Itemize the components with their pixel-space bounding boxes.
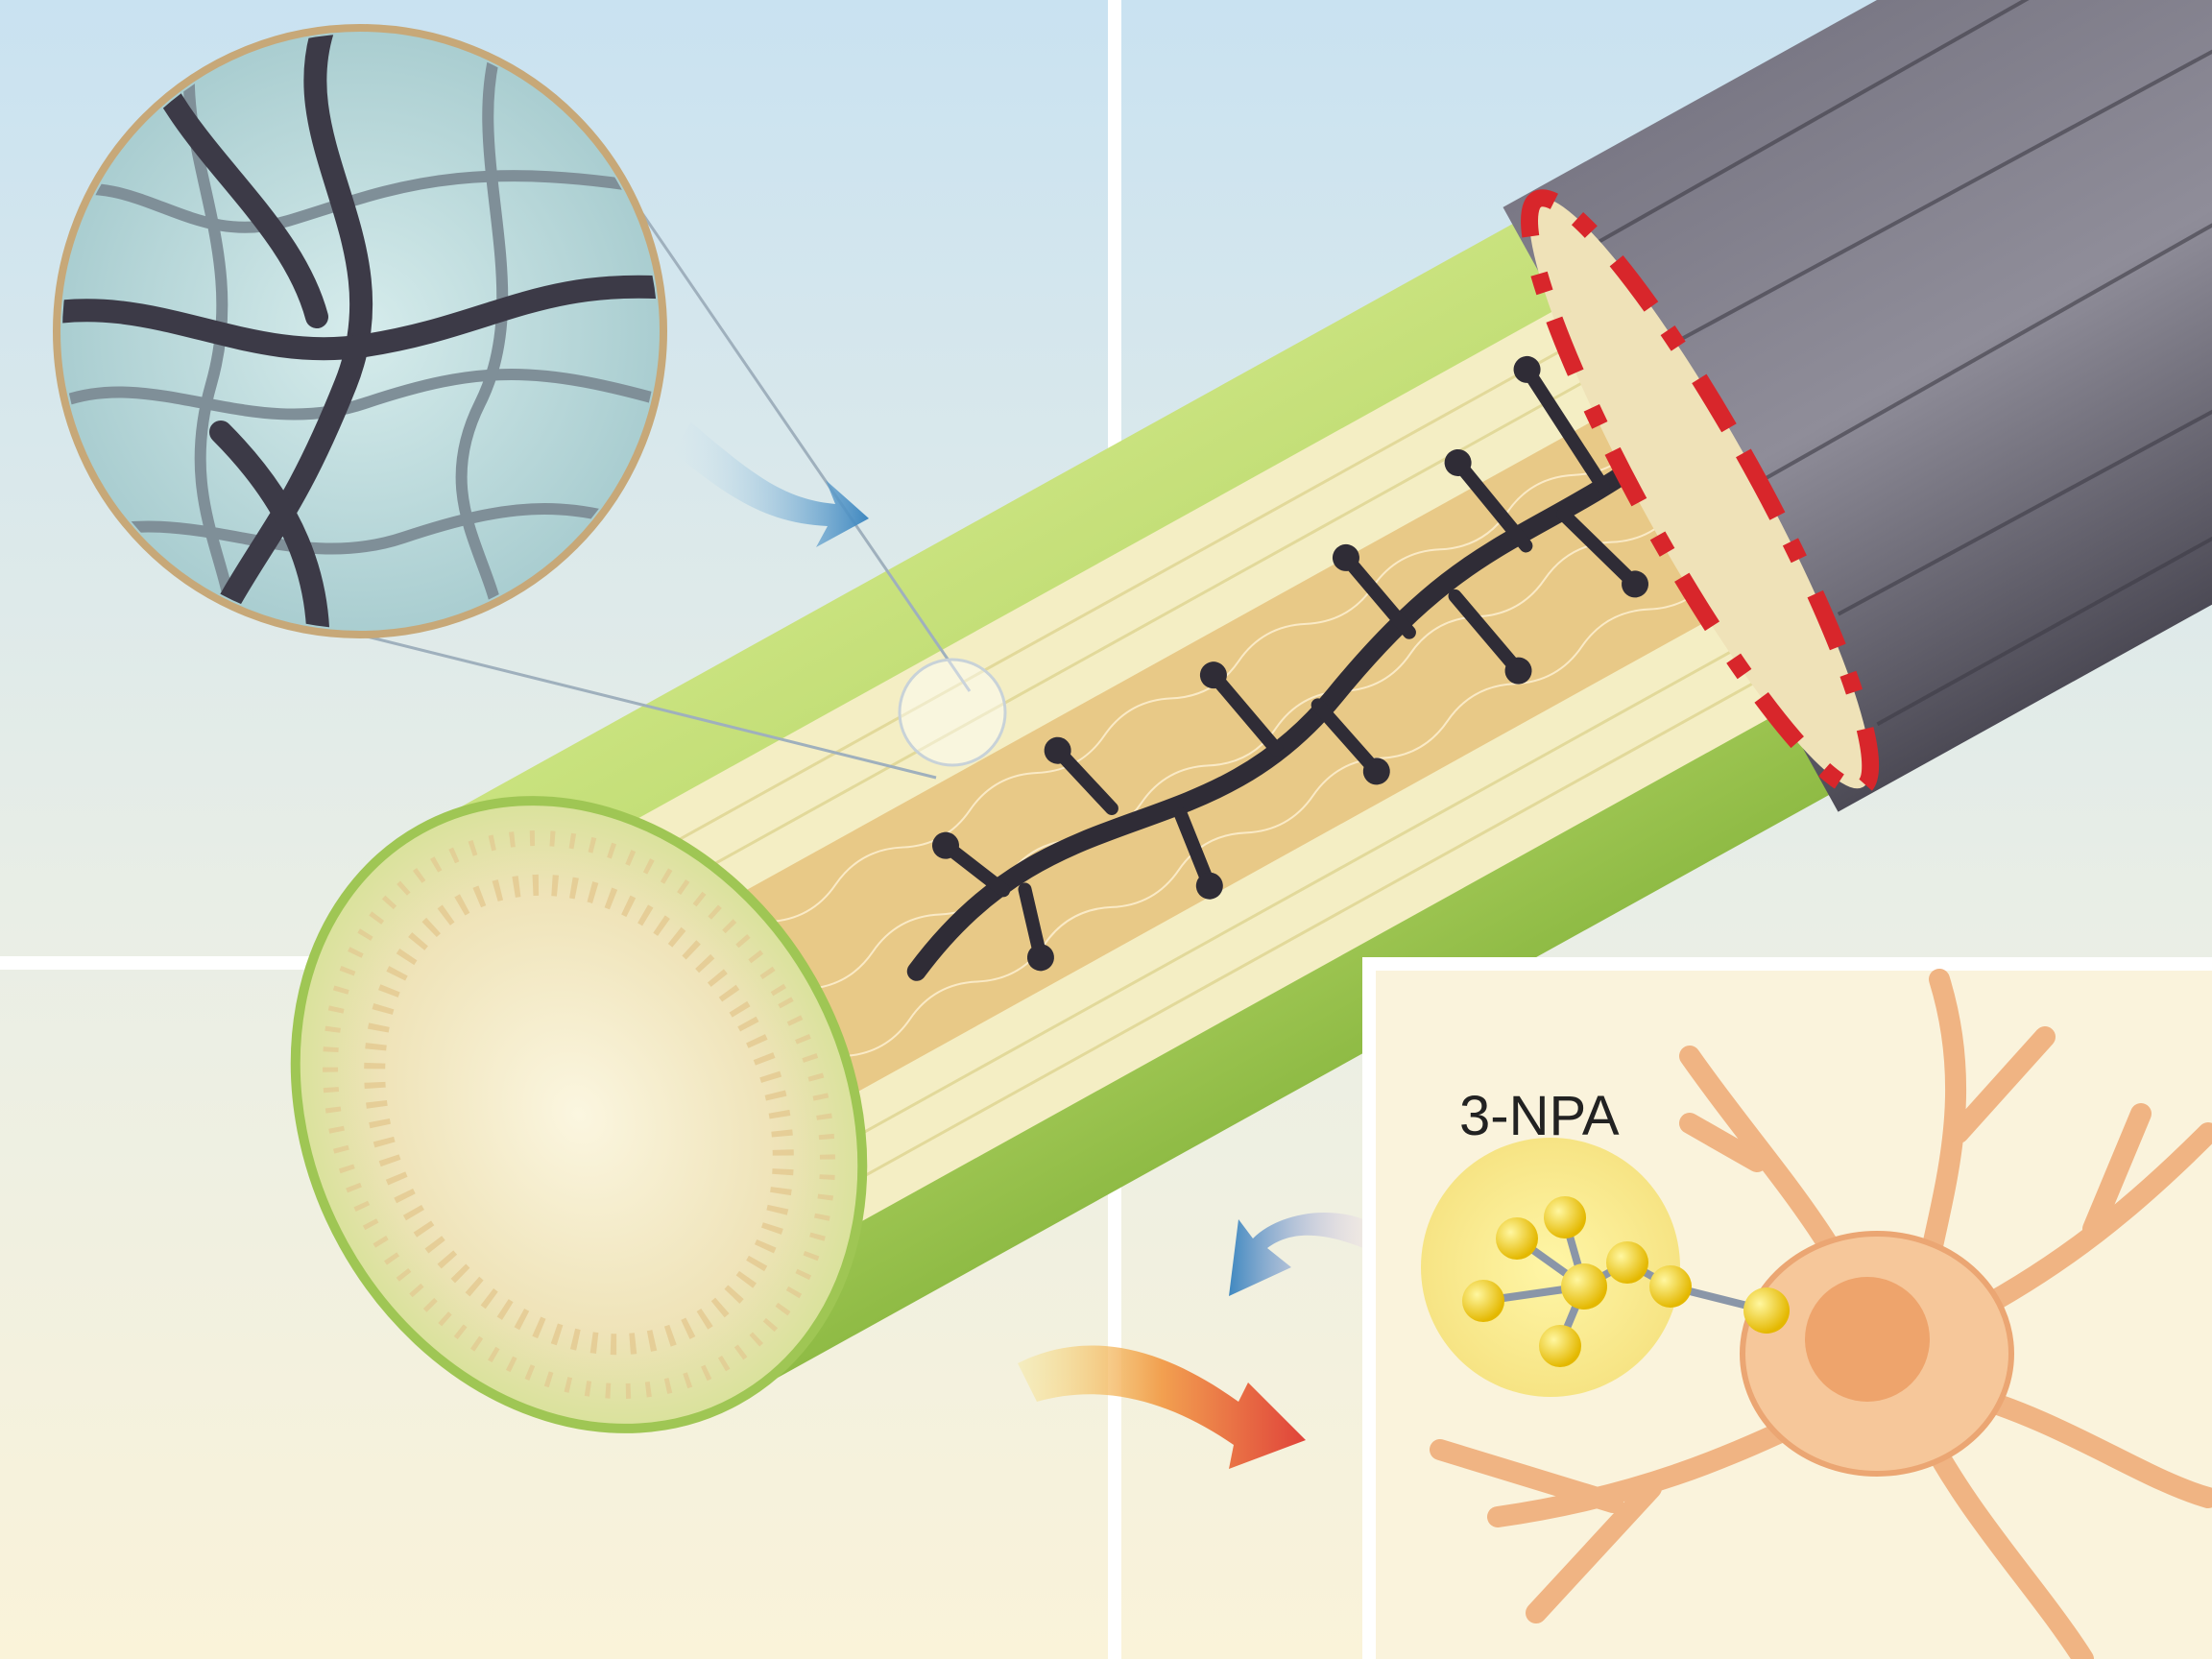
arrow-to-magnified-view (672, 422, 869, 547)
arrow-toxin-to-stalk (1229, 1212, 1363, 1296)
magnified-spot (898, 658, 1007, 767)
molecule-glow (1421, 1138, 1680, 1397)
neuron-nucleus (1805, 1277, 1930, 1402)
3-npa-molecule (1462, 1196, 1790, 1367)
neuron-inset-panel: 3-NPA (1362, 957, 2212, 1659)
rotted-stalk-section (1503, 0, 2212, 812)
pith-tissue (741, 399, 1743, 1094)
red-rot-ring (1521, 189, 1880, 798)
arrow-stalk-to-neuron (1018, 1345, 1306, 1469)
stalk-cross-section (290, 796, 868, 1433)
sugarcane-stalk (290, 0, 2212, 1433)
compound-label: 3-NPA (1459, 1085, 1620, 1147)
magnified-hyphae-callout (53, 24, 1007, 780)
